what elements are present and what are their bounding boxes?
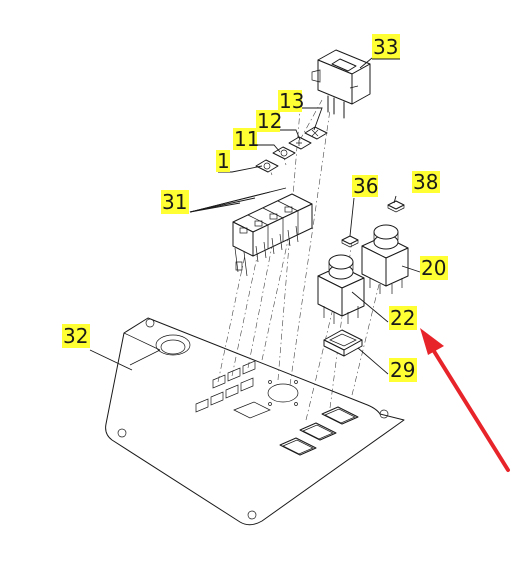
lens-parts-36-38 bbox=[341, 200, 405, 248]
svg-text:36: 36 bbox=[353, 174, 378, 198]
svg-text:11: 11 bbox=[234, 127, 259, 151]
part-31-rocker-switch-row bbox=[232, 193, 313, 277]
svg-text:20: 20 bbox=[421, 256, 446, 280]
svg-text:12: 12 bbox=[257, 109, 282, 133]
callout-12: 12 bbox=[256, 109, 282, 133]
callout-31: 31 bbox=[161, 190, 189, 214]
svg-text:33: 33 bbox=[373, 35, 398, 59]
svg-text:1: 1 bbox=[217, 149, 230, 173]
svg-text:38: 38 bbox=[413, 170, 438, 194]
svg-text:22: 22 bbox=[390, 306, 415, 330]
callout-38: 38 bbox=[412, 170, 440, 194]
red-arrow-icon bbox=[420, 328, 510, 472]
callout-22: 22 bbox=[389, 306, 417, 330]
part-33-rocker-switch bbox=[311, 49, 371, 119]
callout-20: 20 bbox=[420, 256, 448, 280]
svg-text:32: 32 bbox=[63, 324, 88, 348]
assembly-centerlines bbox=[217, 99, 386, 421]
callout-29: 29 bbox=[389, 358, 417, 382]
switch-caps-1-11-12-13 bbox=[255, 126, 328, 173]
svg-text:29: 29 bbox=[390, 358, 415, 382]
callout-11: 11 bbox=[233, 127, 259, 151]
part-20-pushbutton bbox=[361, 224, 409, 294]
callout-32: 32 bbox=[62, 324, 90, 348]
svg-text:13: 13 bbox=[279, 89, 304, 113]
part-22-pushbutton bbox=[317, 254, 365, 324]
callout-1: 1 bbox=[216, 149, 230, 173]
base-panel bbox=[105, 317, 405, 526]
callout-33: 33 bbox=[372, 34, 400, 60]
part-29-bezel bbox=[323, 329, 363, 357]
svg-text:31: 31 bbox=[162, 190, 187, 214]
callout-13: 13 bbox=[278, 89, 304, 113]
callout-36: 36 bbox=[352, 174, 378, 198]
